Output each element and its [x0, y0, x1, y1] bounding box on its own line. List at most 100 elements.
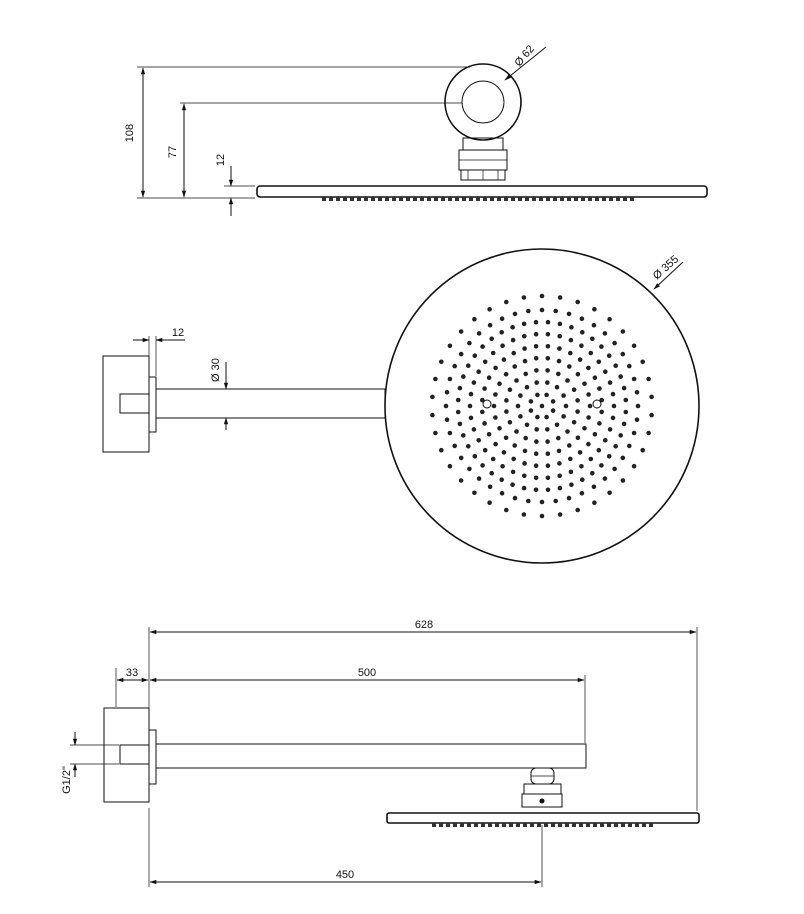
nozzle-tip	[565, 823, 569, 827]
nozzle	[518, 414, 523, 419]
nozzle	[571, 420, 577, 425]
nozzle	[627, 443, 632, 449]
nozzle	[553, 308, 558, 314]
nozzle	[458, 329, 464, 334]
nozzle	[612, 340, 617, 346]
nozzle	[476, 331, 482, 336]
nozzle	[480, 409, 485, 415]
nozzle	[557, 473, 562, 479]
nozzle	[535, 392, 540, 398]
nozzle-tip	[392, 197, 396, 201]
nozzle	[545, 439, 550, 444]
nozzle	[634, 417, 640, 423]
nozzle	[457, 421, 463, 427]
nozzle	[607, 380, 613, 385]
nozzle	[487, 500, 492, 506]
nozzle	[613, 444, 618, 449]
nozzle	[522, 473, 527, 479]
nozzle-tip	[602, 197, 606, 201]
nozzle	[590, 470, 595, 476]
nozzle	[631, 376, 637, 382]
nozzle	[649, 394, 654, 400]
nozzle	[556, 435, 561, 441]
nozzle-tip	[434, 197, 438, 201]
nozzle	[592, 500, 597, 506]
shower-head-plate	[256, 185, 708, 198]
nozzle	[499, 491, 505, 496]
nozzle	[444, 417, 450, 423]
nozzle	[480, 344, 485, 349]
nozzle	[580, 477, 585, 483]
shower-arm	[155, 388, 386, 419]
nozzle	[500, 464, 505, 469]
nozzle-row-side	[432, 823, 653, 827]
nozzle-tip	[567, 197, 571, 201]
nozzle	[568, 469, 574, 475]
nozzle-tip	[385, 197, 389, 201]
nozzle	[603, 438, 608, 443]
swivel-nut-side	[521, 793, 563, 808]
nozzle-tip	[642, 823, 646, 827]
nozzle	[524, 422, 530, 428]
nozzle	[539, 513, 545, 519]
nozzle	[557, 333, 562, 339]
wall-section	[102, 355, 150, 453]
nozzle	[556, 358, 562, 364]
nozzle	[577, 450, 583, 455]
nozzle	[579, 491, 585, 496]
dim-overall-length: 628	[415, 619, 433, 631]
nozzle	[539, 403, 545, 409]
nozzle	[533, 319, 539, 325]
nozzle	[466, 363, 471, 369]
dim-top-arm-height: 77	[167, 146, 179, 158]
nozzle	[461, 374, 466, 379]
nozzle	[528, 399, 534, 404]
nozzle	[557, 512, 563, 517]
nozzle	[568, 350, 573, 356]
nozzle-tip	[560, 197, 564, 201]
nozzle-tip	[427, 197, 431, 201]
nozzle-tip	[518, 197, 522, 201]
nozzle	[610, 391, 616, 397]
nozzle	[586, 365, 591, 371]
nozzle-pattern	[430, 293, 654, 519]
nozzle-tip	[448, 197, 452, 201]
nozzle	[618, 433, 623, 438]
wall-flange	[148, 376, 157, 433]
nozzle-tip	[329, 197, 333, 201]
nozzle	[504, 507, 509, 513]
nozzle	[587, 403, 593, 409]
nozzle	[499, 316, 505, 322]
nozzle	[522, 461, 527, 466]
nozzle	[526, 498, 531, 504]
nozzle	[476, 476, 482, 481]
nozzle	[482, 386, 487, 391]
nozzle	[621, 385, 627, 391]
nozzle	[487, 484, 493, 490]
plan-view: 12 Ø 30 Ø 355	[102, 248, 700, 564]
nozzle	[592, 375, 598, 381]
nozzle-tip	[439, 823, 443, 827]
nozzle	[590, 336, 595, 342]
nozzle-tip	[488, 823, 492, 827]
dim-flange-offset: 33	[126, 667, 138, 679]
nozzle-tip	[511, 197, 515, 201]
nozzle	[522, 333, 527, 339]
nozzle	[500, 343, 505, 349]
nozzle	[439, 359, 444, 365]
nozzle	[457, 385, 463, 391]
nozzle	[539, 307, 545, 313]
nozzle	[503, 371, 509, 377]
nozzle	[545, 368, 550, 373]
nozzle	[493, 365, 498, 371]
nozzle-feature-right	[592, 399, 602, 409]
nozzle	[571, 387, 577, 393]
nozzle	[545, 356, 551, 361]
nozzle	[521, 295, 527, 300]
nozzle-tip	[490, 197, 494, 201]
nozzle	[545, 463, 551, 469]
wall-fitting	[119, 393, 150, 414]
nozzle	[510, 325, 515, 330]
nozzle	[634, 390, 640, 395]
nozzle-tip	[504, 197, 508, 201]
